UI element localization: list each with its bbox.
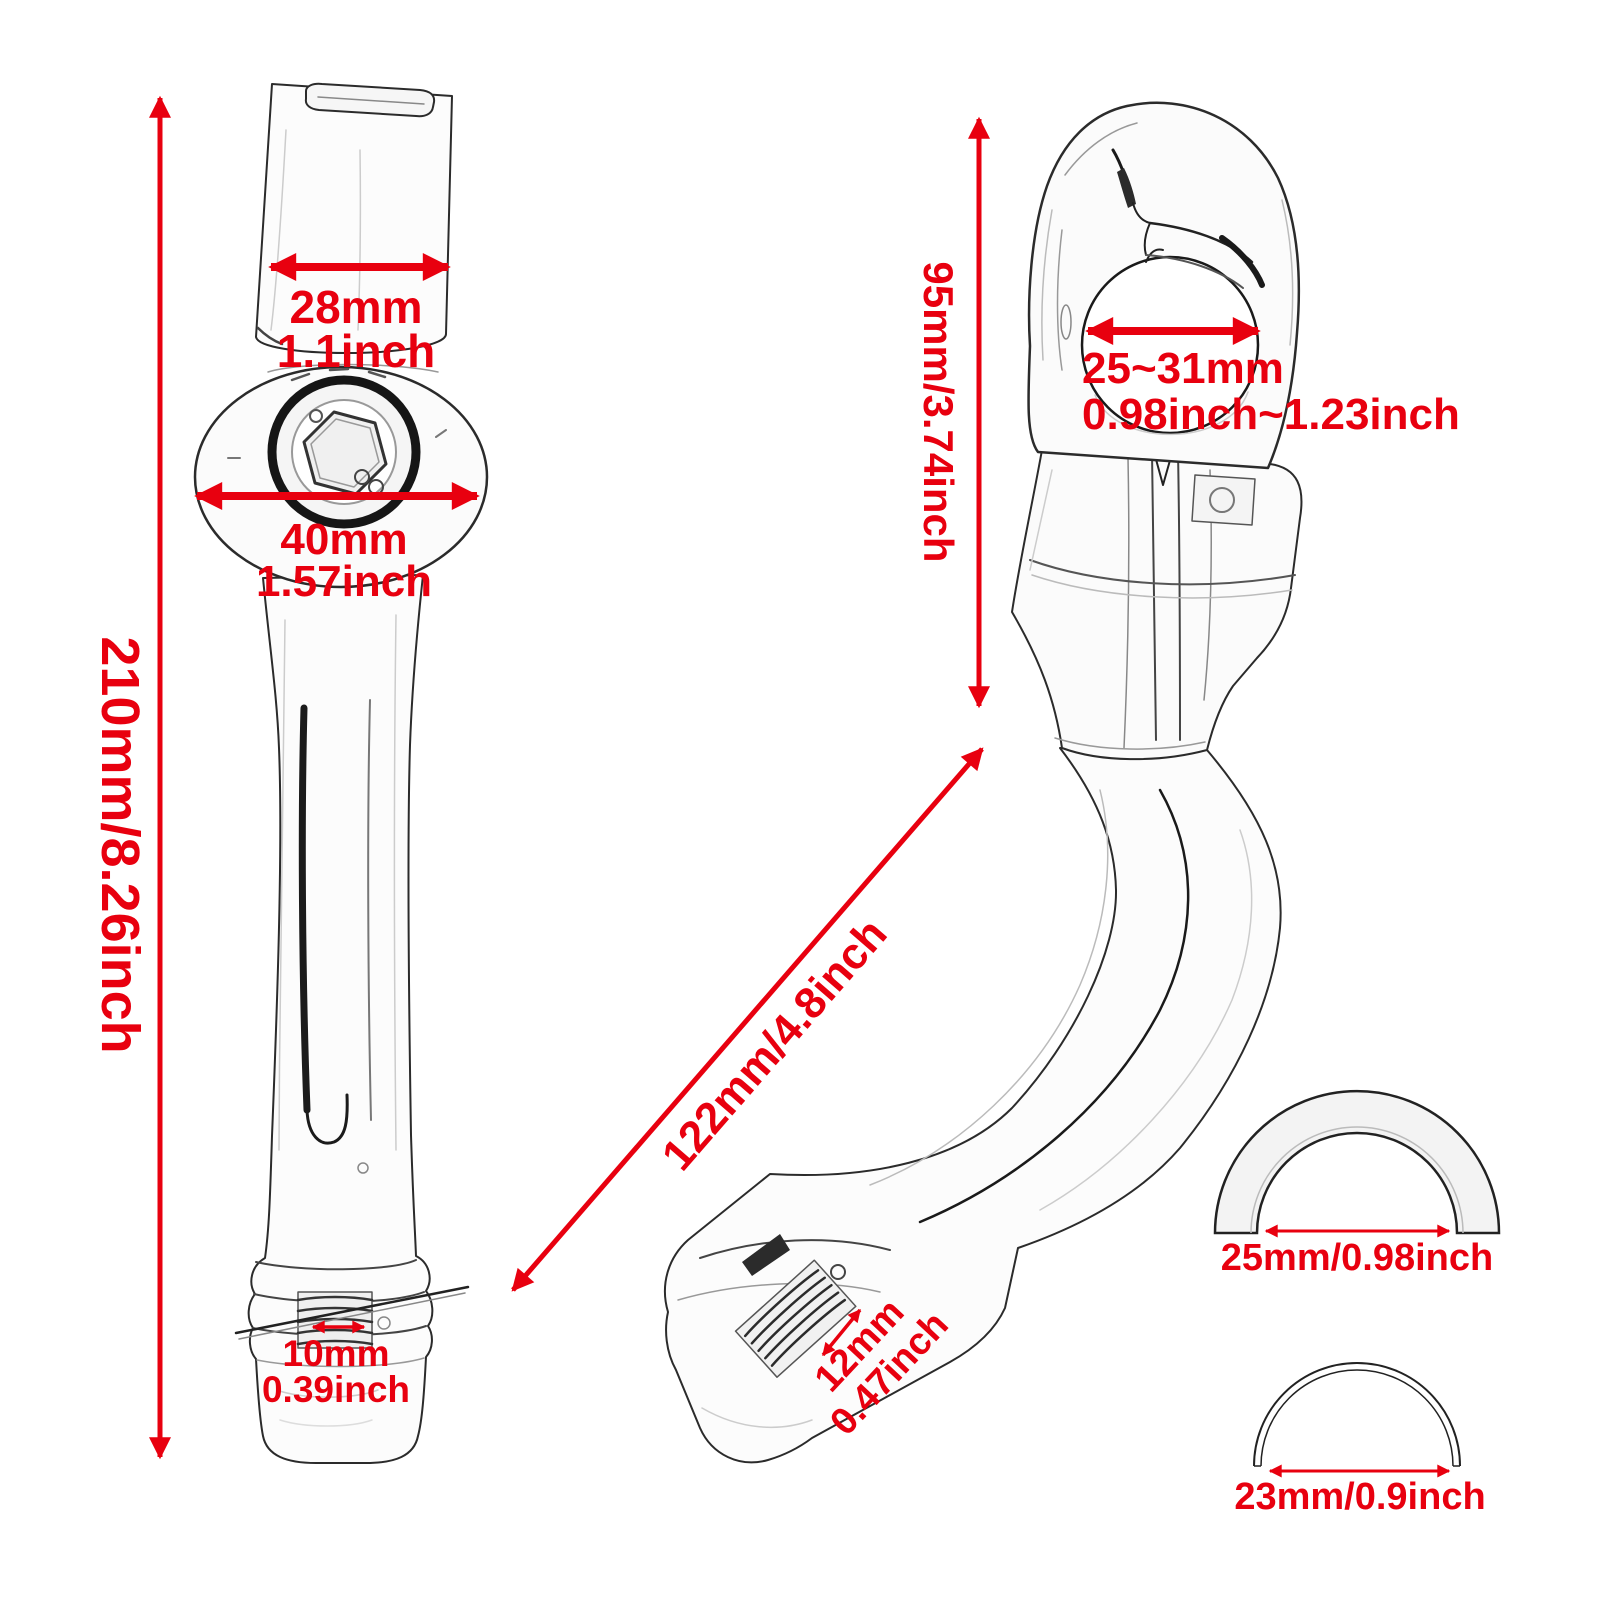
clamp-hook	[1041, 122, 1294, 371]
half-ring-thin	[1253, 1362, 1461, 1467]
dim-label-thin-ring: 23mm/0.9inch	[1234, 1476, 1486, 1518]
dim-label-tip-thread-inch: 0.39inch	[261, 1369, 411, 1410]
dim-arrow-arm-length	[511, 747, 984, 1292]
lever-pedal-pad	[255, 82, 453, 354]
dim-label-pivot-diameter-mm: 40mm	[280, 515, 408, 564]
lever-spring-wire	[234, 1285, 470, 1335]
dim-label-clamp-height: 95mm/3.74inch	[915, 261, 962, 563]
dim-label-tip-thread-mm: 10mm	[282, 1333, 390, 1374]
clamp-mount-block	[1011, 429, 1303, 761]
dim-label-pad-width: 28mm 1.1inch	[276, 281, 436, 377]
dim-label-tip-thread: 10mm 0.39inch	[261, 1333, 411, 1410]
dim-label-clamp-range-mm: 25~31mm	[1082, 344, 1284, 393]
lever-arm	[234, 574, 470, 1464]
dim-label-clamp-range-inch: 0.98inch~1.23inch	[1082, 390, 1460, 439]
clamp-drawing	[664, 101, 1303, 1464]
dim-label-thick-ring: 25mm/0.98inch	[1220, 1237, 1494, 1279]
half-ring-thick	[1213, 1089, 1501, 1235]
clamp-bore	[1080, 255, 1260, 435]
dim-label-pivot-diameter: 40mm 1.57inch	[255, 515, 433, 606]
clamp-ring	[1027, 101, 1301, 470]
dim-label-clamp-range: 25~31mm 0.98inch~1.23inch	[1082, 346, 1460, 438]
clamp-curved-arm	[664, 747, 1282, 1464]
dim-label-pad-width-inch: 1.1inch	[276, 325, 436, 377]
dim-label-lever-height: 210mm/8.26inch	[90, 636, 150, 1054]
dimension-arrows	[149, 95, 1451, 1478]
dim-arrow-foot-thread	[821, 1308, 862, 1357]
dim-label-pad-width-mm: 28mm	[289, 281, 423, 333]
dim-label-pivot-diameter-inch: 1.57inch	[255, 557, 433, 606]
arm-seam	[918, 788, 1190, 1224]
